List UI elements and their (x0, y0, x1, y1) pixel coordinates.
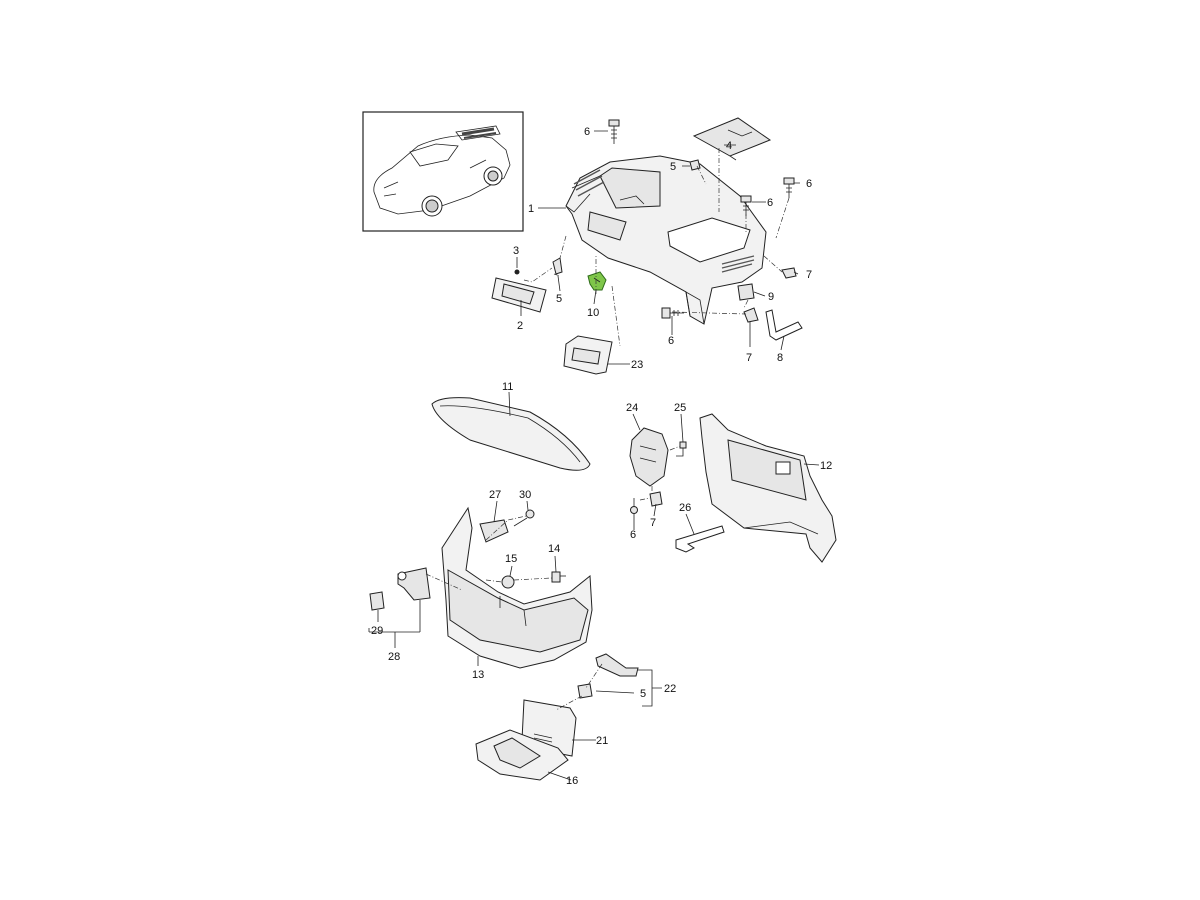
label-part-7: 7 (746, 352, 752, 364)
leader-dash-22 (555, 663, 603, 711)
leader-dash-top (523, 148, 790, 347)
label-part-13: 13 (472, 669, 484, 681)
part-15-cap (501, 575, 515, 589)
label-part-12: 12 (820, 460, 832, 472)
clip-7-lower (649, 491, 663, 507)
label-part-5: 5 (670, 161, 676, 173)
label-part-4: 4 (726, 140, 732, 152)
part-4-cover (692, 117, 772, 161)
label-part-8: 8 (777, 352, 783, 364)
part-29-clip (369, 591, 385, 611)
part-26-strap (675, 525, 725, 553)
label-part-25: 25 (674, 402, 686, 414)
screw-6-top (608, 119, 620, 144)
part-24-bracket (629, 427, 669, 487)
clip-7-mid (743, 307, 759, 323)
fastener-3 (514, 269, 520, 275)
label-part-11: 11 (502, 381, 513, 393)
label-part-5: 5 (640, 688, 646, 700)
part-1-rear-trim (565, 155, 767, 325)
label-part-2: 2 (517, 320, 523, 332)
label-part-21: 21 (596, 735, 608, 747)
leader-dash-24 (639, 445, 681, 501)
label-part-6: 6 (767, 197, 773, 209)
clip-5-lower (577, 683, 593, 699)
label-part-6: 6 (630, 529, 636, 541)
label-part-7: 7 (650, 517, 656, 529)
screw-6-right-a (783, 177, 795, 198)
part-16-bin (475, 729, 569, 781)
label-part-10: 10 (587, 307, 599, 319)
screw-30 (513, 509, 535, 527)
label-part-24: 24 (626, 402, 638, 414)
label-part-16: 16 (566, 775, 578, 787)
part-2-plate (491, 277, 547, 313)
part-28-latch (397, 567, 431, 601)
part-23-handle (563, 335, 613, 375)
label-part-9: 9 (768, 291, 774, 303)
part-27-handle (479, 519, 509, 543)
leader-lines (368, 130, 820, 781)
screw-6-right-b (740, 195, 752, 216)
label-part-1: 1 (528, 203, 534, 215)
screw-6-lower (630, 498, 638, 514)
screw-25 (676, 441, 687, 457)
label-part-27: 27 (489, 489, 501, 501)
clip-5-left (552, 257, 563, 275)
label-part-30: 30 (519, 489, 531, 501)
part-13-tray (441, 506, 593, 669)
label-part-7: 7 (806, 269, 812, 281)
label-part-6: 6 (806, 178, 812, 190)
part-number-labels: 6 4 5 6 6 1 3 7 9 5 10 2 6 7 8 23 11 24 … (371, 126, 832, 787)
part-9-clip (737, 283, 755, 301)
part-11-shelf (431, 397, 591, 471)
label-part-6: 6 (668, 335, 674, 347)
car-thumbnail-icon (362, 111, 524, 232)
label-part-28: 28 (388, 651, 400, 663)
label-part-26: 26 (679, 502, 691, 514)
label-part-3: 3 (513, 245, 519, 257)
label-part-23: 23 (631, 359, 643, 371)
part-8-bracket (765, 309, 803, 341)
clip-7-top (781, 267, 797, 279)
label-part-29: 29 (371, 625, 383, 637)
label-part-14: 14 (548, 543, 560, 555)
screw-6-mid (661, 307, 684, 319)
part-22-bracket (595, 653, 639, 677)
label-part-5: 5 (556, 293, 562, 305)
label-part-6: 6 (584, 126, 590, 138)
label-part-22: 22 (664, 683, 676, 695)
part-10-highlighted-bracket (587, 271, 607, 291)
screw-14 (551, 571, 566, 583)
part-12-side-trim (699, 413, 837, 563)
label-part-15: 15 (505, 553, 517, 565)
